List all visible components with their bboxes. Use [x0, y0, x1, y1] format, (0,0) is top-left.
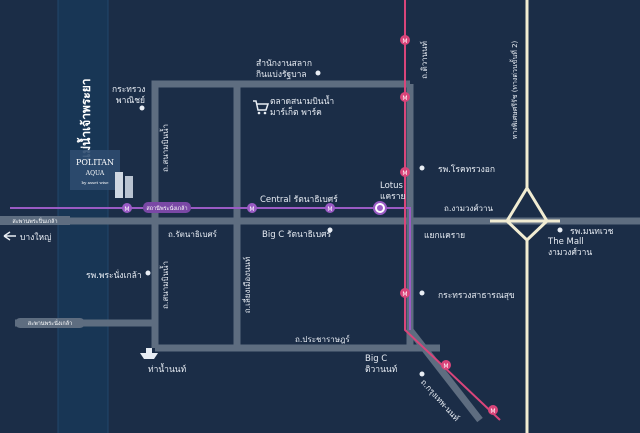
place-markers [139, 70, 563, 377]
svg-text:M: M [249, 206, 254, 213]
label-central: Central รัตนาธิเบศร์ [260, 194, 338, 205]
label-road-rattanathibet: ถ.รัตนาธิเบศร์ [168, 229, 218, 239]
river-label: แม่น้ำเจ้าพระยา [76, 78, 93, 161]
station-pink-3: M [400, 167, 410, 177]
label-lotus-2: แคราย [380, 192, 406, 202]
shopping-cart-icon [253, 100, 270, 115]
label-expressway: ทางพิเศษศรีรัช (ทางด่วนขั้นที่ 2) [508, 40, 519, 139]
label-lottery-2: กินแบ่งรัฐบาล [256, 70, 307, 80]
station-pink-4: M [400, 288, 410, 298]
svg-text:AQUA: AQUA [85, 170, 105, 177]
label-lotus-1: Lotus [380, 181, 404, 191]
pinklao-bridge-bar [0, 216, 70, 225]
label-mall-1: The Mall [547, 237, 584, 247]
label-lottery-1: สำนักงานสลาก [256, 59, 312, 69]
label-road-liang-muang: ถ.เลี่ยงเมืองนนท์ [241, 257, 252, 314]
svg-text:M: M [402, 38, 407, 45]
svg-text:M: M [443, 363, 448, 370]
label-road-ngamwongwan: ถ.งามวงศ์วาน [444, 203, 494, 213]
pinklao-bridge-label: สะพานพระปิ่นเกล้า [12, 217, 57, 225]
station-pink-2: M [400, 92, 410, 102]
label-bigc-tiwanon-2: ติวานนท์ [365, 364, 398, 375]
label-road-sanambinnam-lower: ถ.สนามบินน้ำ [159, 261, 170, 309]
labels: กระทรวง พาณิชย์ สำนักงานสลาก กินแบ่งรัฐบ… [20, 40, 614, 422]
label-bigc-rattana: Big C รัตนาธิเบศร์ [262, 229, 331, 240]
label-commerce-2: พาณิชย์ [116, 95, 145, 106]
rama-bridge-bar [15, 318, 85, 328]
rama-bridge-label: สะพานพระนั่งเกล้า [28, 319, 72, 327]
label-bigc-tiwanon-1: Big C [365, 354, 387, 364]
svg-text:M: M [402, 95, 407, 102]
svg-text:M: M [124, 206, 129, 213]
label-health-ministry: กระทรวงสาธารณสุข [438, 291, 515, 301]
metro-pink-line [404, 0, 501, 421]
metro-purple-line [10, 207, 411, 330]
station-label-bar [143, 202, 191, 213]
road-sanambinnam-upper-loop [151, 80, 410, 348]
label-market-2: มาร์เก็ต พาร์ค [270, 106, 322, 118]
svg-text:M: M [402, 291, 407, 298]
expressway-junction [525, 187, 549, 242]
station-pink-6: M [488, 405, 498, 415]
label-hosp-nangklao: รพ.พระนั่งเกล้า [86, 269, 142, 281]
svg-text:M: M [327, 206, 332, 213]
politan-aqua-logo: POLITAN AQUA by asset wise [70, 150, 133, 198]
svg-text:M: M [402, 170, 407, 177]
label-hosp-chest: รพ.โรคทรวงอก [438, 164, 495, 175]
label-commerce-1: กระทรวง [112, 85, 145, 95]
station-label: สถานีพระนั่งเกล้า [146, 204, 187, 212]
svg-text:M: M [490, 408, 495, 415]
arrow-left-icon [3, 231, 16, 241]
station-purple-3: M [325, 203, 335, 213]
label-hosp-monkut: รพ.มนทเวช [570, 227, 614, 237]
label-mall-2: งามวงศ์วาน [548, 247, 592, 258]
label-market-1: ตลาดสนามบินน้ำ [270, 95, 334, 107]
label-pier: ท่าน้ำนนท์ [148, 363, 187, 375]
label-bang-yai: บางใหญ่ [20, 232, 51, 243]
label-road-tiwanon: ถ.ติวานนท์ [419, 41, 429, 79]
label-road-pracharat: ถ.ประชาราษฎร์ [295, 334, 350, 344]
metro-stations: M M M M M M M M M [122, 35, 498, 415]
svg-text:POLITAN: POLITAN [76, 158, 114, 167]
label-road-sanambinnam-upper: ถ.สนามบินน้ำ [159, 124, 170, 172]
station-pink-1: M [400, 35, 410, 45]
station-interchange [373, 201, 387, 215]
label-khae-rai: แยกแคราย [424, 231, 465, 241]
svg-text:by asset wise: by asset wise [82, 180, 110, 185]
station-purple-1: M [122, 203, 132, 213]
station-pink-5: M [441, 360, 451, 370]
station-purple-2: M [247, 203, 257, 213]
expressway [490, 0, 560, 433]
boat-icon [140, 348, 158, 359]
